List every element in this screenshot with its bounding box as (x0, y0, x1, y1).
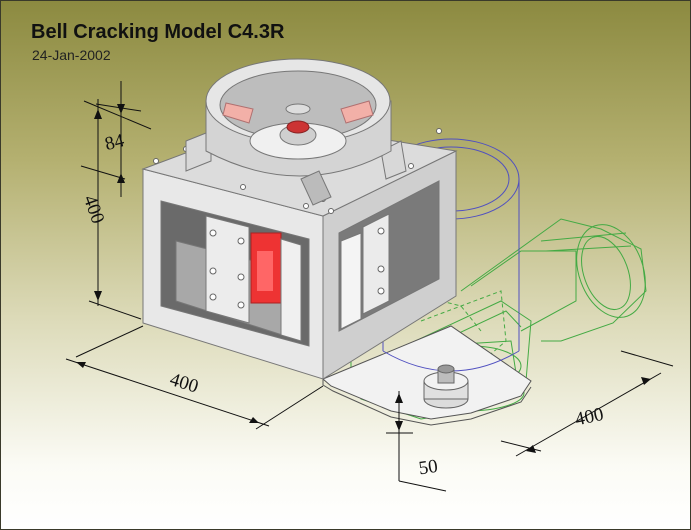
dimension-400-side-label: 400 (573, 404, 605, 430)
top-bell-ring (185, 58, 407, 206)
dimension-lines (65, 81, 674, 492)
spindle-gear (423, 364, 469, 409)
drawing-date: 24-Jan-2002 (32, 47, 111, 63)
drawing-title: Bell Cracking Model C4.3R (31, 21, 285, 43)
dimension-arrows (76, 104, 651, 453)
dimension-84-label: 84 (103, 130, 127, 155)
dimension-50-label: 50 (417, 456, 439, 479)
base-plate (322, 325, 532, 426)
main-frame (141, 120, 458, 380)
dimension-400-front-label: 400 (167, 369, 200, 397)
dimension-400-height-label: 400 (79, 192, 108, 226)
